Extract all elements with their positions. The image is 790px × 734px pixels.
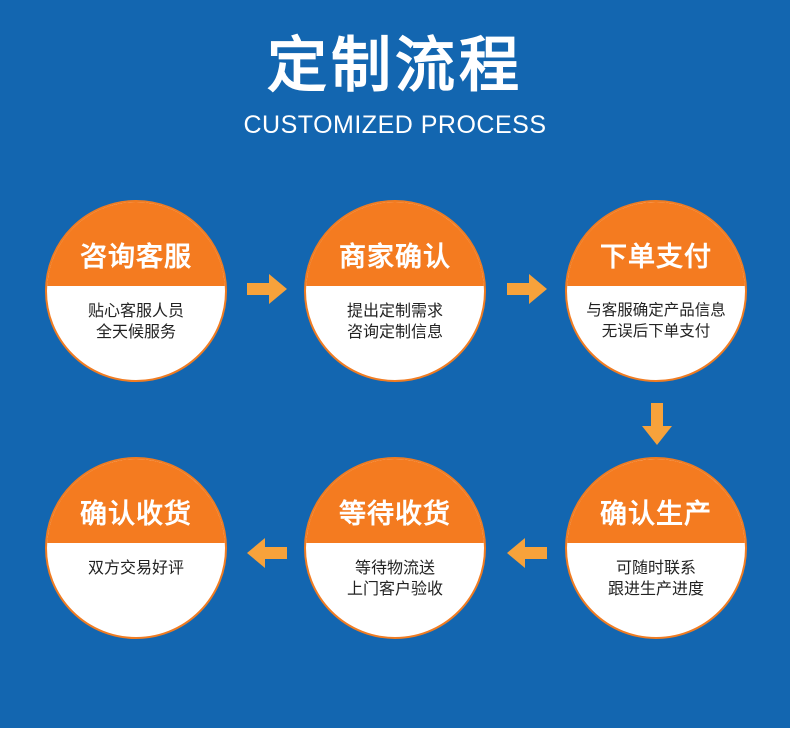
step-description-line: 提出定制需求 <box>346 300 443 320</box>
step-title: 下单支付 <box>567 202 745 286</box>
step-description-line: 上门客户验收 <box>346 578 443 598</box>
step-merchant-confirm: 商家确认 提出定制需求 咨询定制信息 <box>304 200 486 382</box>
step-title: 确认收货 <box>47 459 225 543</box>
step-description-line: 等待物流送 <box>354 557 435 577</box>
step-consult-service: 咨询客服 贴心客服人员 全天候服务 <box>45 200 227 382</box>
step-description: 等待物流送 上门客户验收 <box>306 543 484 637</box>
arrow-right-icon <box>247 274 287 304</box>
step-description-line: 与客服确定产品信息 <box>586 300 726 319</box>
step-description-line: 双方交易好评 <box>87 557 184 577</box>
step-title: 等待收货 <box>306 459 484 543</box>
step-title: 确认生产 <box>567 459 745 543</box>
arrow-right-icon <box>507 274 547 304</box>
page-title: 定制流程 <box>267 31 523 101</box>
arrow-down-icon <box>642 403 672 445</box>
page-subtitle: CUSTOMIZED PROCESS <box>243 111 547 139</box>
step-title: 咨询客服 <box>47 202 225 286</box>
step-description-line: 咨询定制信息 <box>346 321 443 341</box>
step-description-line: 可随时联系 <box>615 557 696 577</box>
step-await-delivery: 等待收货 等待物流送 上门客户验收 <box>304 457 486 639</box>
arrow-left-icon <box>507 538 547 568</box>
step-description: 双方交易好评 <box>47 543 225 637</box>
arrow-left-icon <box>247 538 287 568</box>
step-description: 贴心客服人员 全天候服务 <box>47 286 225 380</box>
step-description-line: 无误后下单支付 <box>601 321 711 340</box>
step-description: 与客服确定产品信息 无误后下单支付 <box>567 286 745 380</box>
step-confirm-production: 确认生产 可随时联系 跟进生产进度 <box>565 457 747 639</box>
step-description-line: 跟进生产进度 <box>607 578 704 598</box>
step-confirm-receipt: 确认收货 双方交易好评 <box>45 457 227 639</box>
step-title: 商家确认 <box>306 202 484 286</box>
step-description: 提出定制需求 咨询定制信息 <box>306 286 484 380</box>
step-description-line: 全天候服务 <box>95 321 176 341</box>
step-description-line: 贴心客服人员 <box>87 300 184 320</box>
step-description: 可随时联系 跟进生产进度 <box>567 543 745 637</box>
step-order-payment: 下单支付 与客服确定产品信息 无误后下单支付 <box>565 200 747 382</box>
